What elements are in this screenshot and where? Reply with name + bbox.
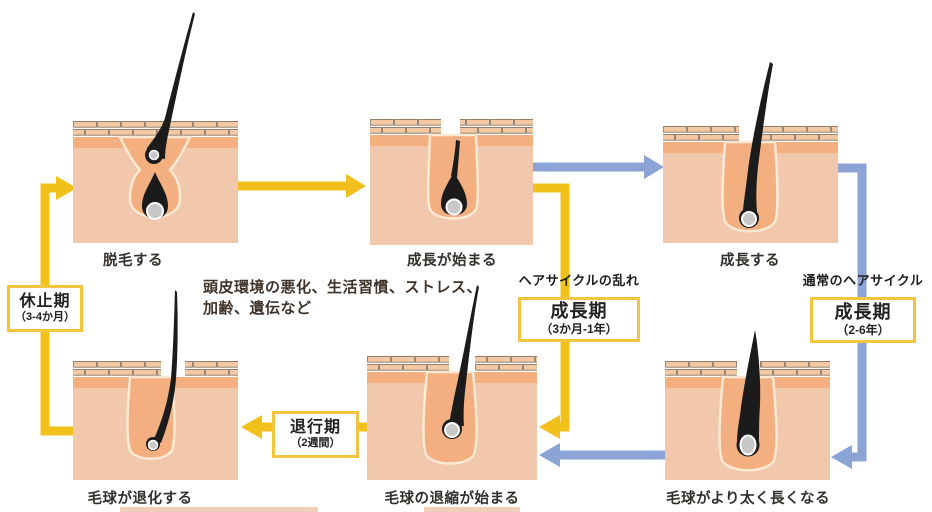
phase-duration-anagen-normal: （2-6年） (836, 322, 890, 337)
panel-label-growth-begins: 成長が始まる (407, 253, 497, 269)
disrupted-cycle-title: ヘアサイクルの乱れ (518, 273, 640, 288)
skin-cross-section-bulb-thicker-illustration (665, 330, 830, 480)
normal-cycle-arrows (533, 155, 867, 469)
panel-growth-begins (370, 115, 533, 253)
cropped-bottom-edge (424, 507, 520, 512)
skin-cross-section-growing-illustration (663, 62, 838, 243)
phase-duration-telogen: （3-4か月） (15, 310, 75, 323)
panel-bulb-shrinking (367, 278, 537, 485)
panel-label-bulb-shrinking: 毛球の退縮が始まる (384, 491, 520, 507)
phase-box-catagen: 退行期 （2週間） (272, 411, 359, 458)
phase-title-anagen-disrupted: 成長期 (550, 301, 608, 322)
phase-title-telogen: 休止期 (19, 293, 71, 311)
causes-line-1: 頭皮環境の悪化、生活習慣、ストレス、 (203, 279, 483, 296)
phase-title-anagen-normal: 成長期 (834, 301, 892, 322)
panel-growing (663, 55, 838, 260)
cropped-bottom-edge (120, 507, 318, 512)
panel-label-bulb-degenerates: 毛球が退化する (87, 491, 193, 507)
skin-cross-section-bulb-shrinking-illustration (367, 285, 537, 480)
causes-annotation: 頭皮環境の悪化、生活習慣、ストレス、 加齢、遺伝など (203, 277, 482, 319)
skin-cross-section-growth-begins-illustration (370, 118, 533, 245)
phase-box-anagen-normal: 成長期 （2-6年） (810, 297, 916, 343)
phase-duration-anagen-disrupted: （3か月-1年） (540, 322, 618, 337)
phase-box-telogen: 休止期 （3-4か月） (7, 285, 83, 332)
phase-duration-catagen: （2週間） (290, 436, 341, 449)
skin-cross-section-shedding-illustration (73, 12, 238, 243)
panel-shedding (73, 8, 238, 250)
normal-cycle-title: 通常のヘアサイクル (802, 273, 924, 288)
panel-label-bulb-thicker: 毛球がより太く長くなる (666, 491, 830, 507)
panel-label-growing: 成長する (720, 253, 780, 269)
panel-bulb-degenerates (73, 283, 238, 485)
phase-box-anagen-disrupted: 成長期 （3か月-1年） (518, 297, 640, 342)
phase-title-catagen: 退行期 (289, 419, 341, 437)
panel-bulb-thicker-longer (665, 325, 830, 487)
skin-cross-section-bulb-degenerates-illustration (73, 290, 238, 480)
causes-line-2: 加齢、遺伝など (203, 300, 312, 317)
panel-label-shedding: 脱毛する (103, 253, 163, 269)
